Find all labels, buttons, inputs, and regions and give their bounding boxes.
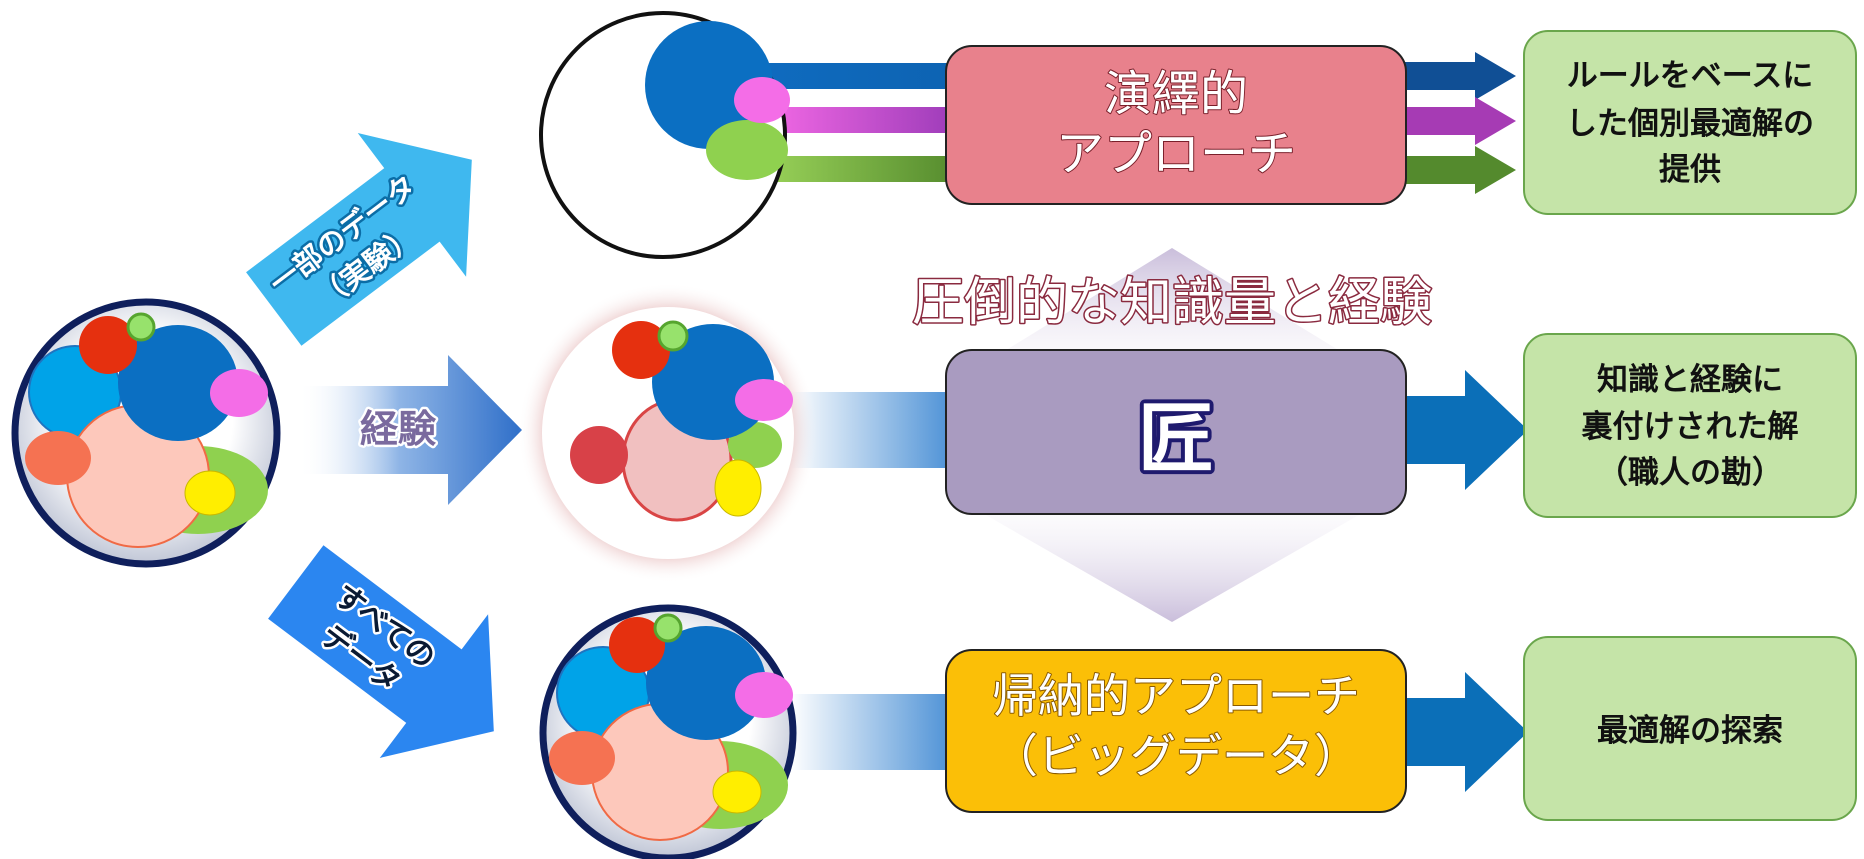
takumi-title: 匠 <box>1138 394 1214 483</box>
experience-arrow: 経験 <box>298 355 522 505</box>
green-bar <box>760 156 960 182</box>
deductive-approach-box <box>945 45 1407 205</box>
inductive-approach-title: 帰納的アプローチ <box>992 669 1360 723</box>
deductive-approach-title: 演繹的 <box>1104 66 1248 122</box>
inductive-approach-subtitle: （ビッグデータ） <box>992 729 1360 783</box>
all-data-arrow: すべての データ <box>268 545 494 758</box>
takumi-result-box <box>1523 333 1857 518</box>
inductive-out-arrow <box>1395 672 1528 792</box>
inductive-approach-box <box>945 649 1407 813</box>
deductive-result-box <box>1523 30 1857 215</box>
inductive-in-flow <box>790 694 960 770</box>
takumi-in-flow <box>790 392 960 468</box>
partial-data-circle-icon <box>539 11 790 259</box>
takumi-result-line1: 知識と経験に <box>1597 362 1783 398</box>
all-data-circle-icon <box>539 604 797 859</box>
deductive-approach-subtitle: アプローチ <box>1056 126 1296 182</box>
deductive-out-arrows <box>1395 52 1516 194</box>
experience-circle-icon <box>518 283 818 583</box>
partial-data-arrow: 一部のデータ （実験） <box>246 133 472 346</box>
magenta-bar <box>760 107 960 133</box>
full-data-circle-icon <box>11 298 281 568</box>
deductive-result-line1: ルールをベースに <box>1567 58 1813 94</box>
inductive-result-box <box>1523 636 1857 821</box>
deductive-result-line3: 提供 <box>1659 152 1721 188</box>
banner-text: 圧倒的な知識量と経験 <box>912 273 1432 333</box>
inductive-result-text: 最適解の探索 <box>1597 713 1783 749</box>
takumi-result-line3: （職人の勘） <box>1597 455 1783 491</box>
takumi-box <box>945 349 1407 515</box>
takumi-out-arrow <box>1395 370 1528 490</box>
takumi-result-line2: 裏付けされた解 <box>1582 409 1799 445</box>
diamond-bottom-shape <box>925 480 1420 622</box>
experience-label: 経験 <box>360 407 437 451</box>
deductive-result-line2: した個別最適解の <box>1566 106 1814 142</box>
blue-bar <box>760 63 960 89</box>
